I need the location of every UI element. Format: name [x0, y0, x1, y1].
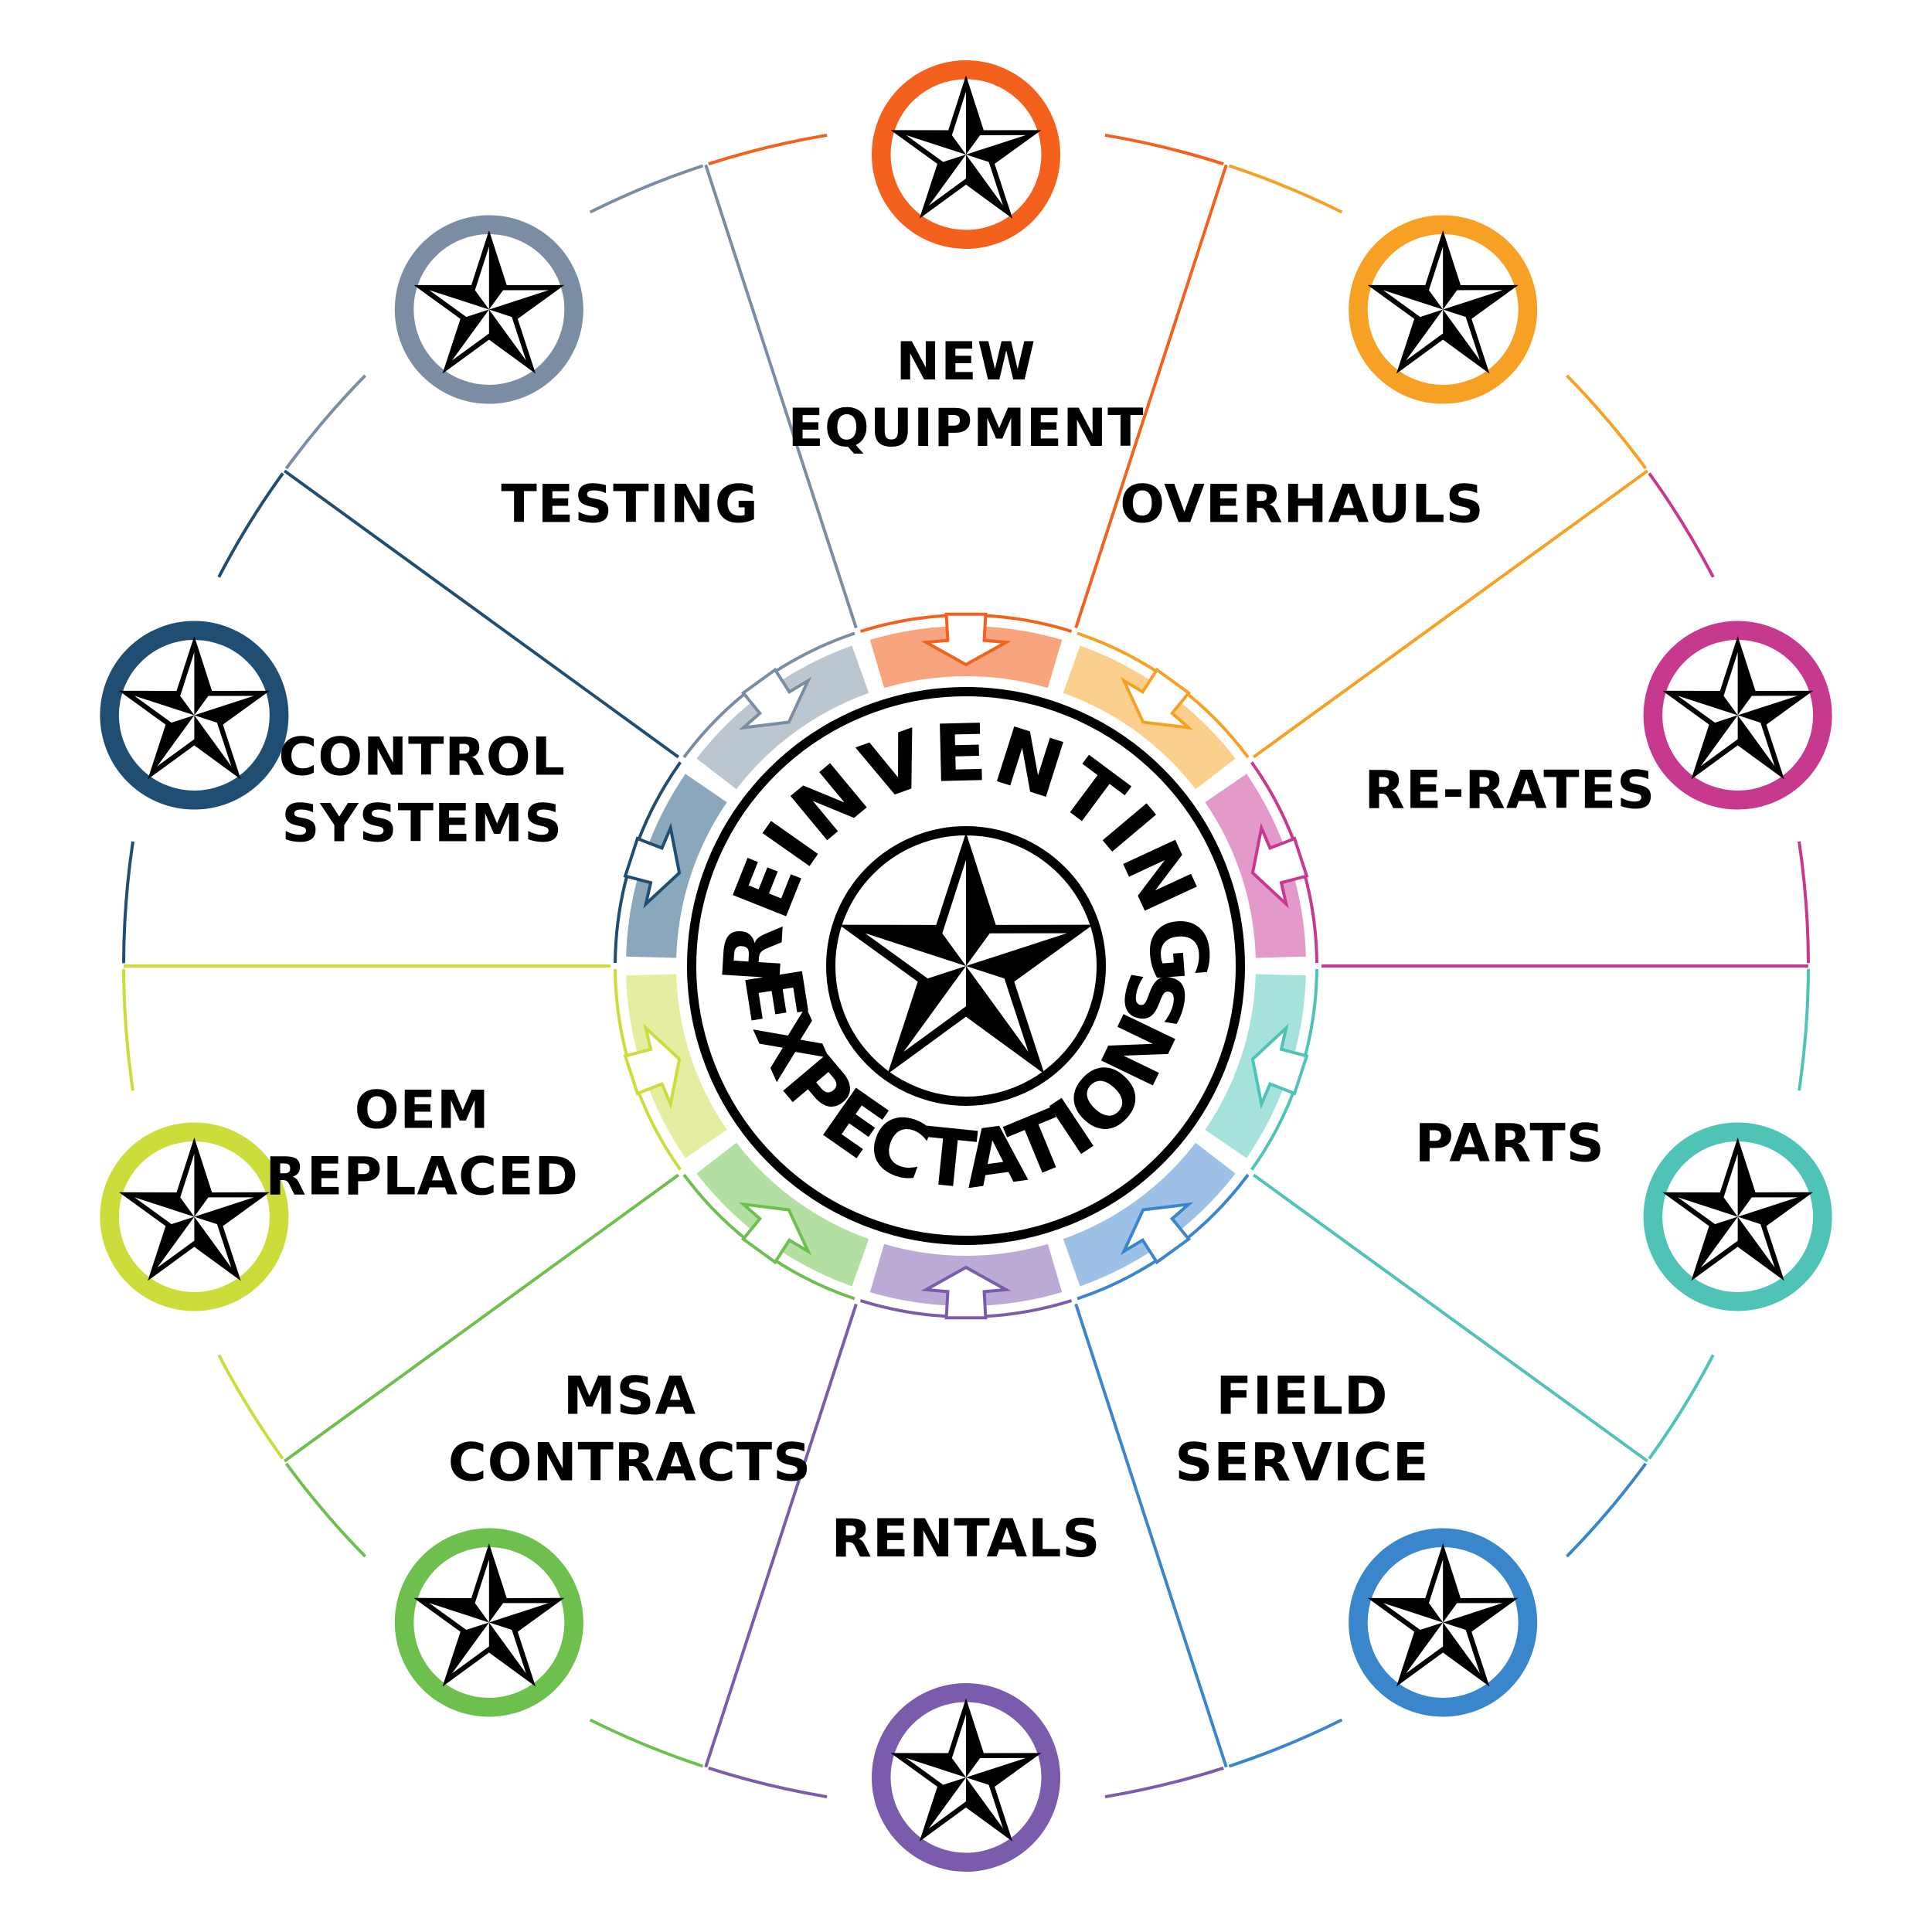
outer-arc: [589, 164, 704, 214]
nautical-star-icon: [1367, 1543, 1519, 1687]
divider-line: [704, 1303, 858, 1768]
outer-ring: [122, 133, 1810, 1799]
outer-arc: [284, 1462, 366, 1558]
node-circles: [100, 60, 1832, 1872]
outer-arc: [1798, 968, 1810, 1091]
node-rentals: [872, 1683, 1060, 1872]
outer-arc: [1648, 472, 1715, 578]
label-field-service: SERVICE: [1175, 1433, 1429, 1494]
divider-line: [704, 164, 858, 629]
outer-arc: [708, 1766, 828, 1799]
label-field-service: FIELD: [1216, 1366, 1388, 1427]
label-msa-contracts: CONTRACTS: [448, 1433, 811, 1494]
label-overhauls: OVERHAULS: [1120, 474, 1484, 535]
outer-arc: [1566, 374, 1648, 470]
outer-arc: [589, 1718, 704, 1768]
inward-arrow-icon: [623, 822, 682, 909]
inward-arrow-icon: [1120, 1202, 1194, 1265]
segment-labels: NEWEQUIPMENTOVERHAULSRE-RATESPARTSFIELDS…: [266, 332, 1656, 1570]
nautical-star-icon: [890, 1698, 1042, 1842]
label-oem-replaced: OEM: [355, 1080, 490, 1141]
center-logo: REINVENTING EXPECTATIONS: [687, 687, 1245, 1245]
node-re-rates: [1643, 621, 1832, 810]
node-overhauls: [1349, 215, 1538, 404]
divider-line: [283, 469, 680, 759]
inward-arrow-icon: [920, 1265, 1012, 1320]
inward-arrow-icon: [738, 1202, 812, 1265]
label-control-systems: SYSTEMS: [281, 793, 563, 854]
outer-arc: [284, 374, 366, 470]
node-field-service: [1349, 1528, 1538, 1717]
divider-line: [1074, 164, 1228, 629]
inward-arrow-icon: [1250, 1023, 1309, 1110]
label-rentals: RENTALS: [832, 1509, 1101, 1570]
nautical-star-icon: [118, 1137, 270, 1281]
inward-arrow-icon: [1250, 822, 1309, 909]
node-oem-replaced: [100, 1122, 289, 1311]
label-testing: TESTING: [501, 474, 758, 535]
nautical-star-icon: [413, 230, 565, 374]
nautical-star-icon: [1662, 636, 1814, 780]
outer-arc: [1228, 164, 1343, 214]
outer-arc: [1228, 1718, 1343, 1768]
label-oem-replaced: REPLACED: [266, 1147, 579, 1208]
divider-line: [1252, 469, 1649, 759]
nautical-star-icon: [890, 75, 1042, 219]
node-msa-contracts: [394, 1528, 583, 1717]
nautical-star-icon: [1367, 230, 1519, 374]
outer-arc: [217, 472, 284, 578]
label-re-rates: RE-RATES: [1365, 760, 1656, 821]
node-new-equipment: [872, 60, 1060, 249]
outer-arc: [122, 841, 134, 964]
label-control-systems: CONTROL: [278, 726, 566, 787]
outer-arc: [1104, 133, 1224, 166]
center-star-icon: [838, 832, 1094, 1074]
inward-arrow-icon: [623, 1023, 682, 1110]
divider-line: [283, 1173, 680, 1463]
outer-arc: [1798, 841, 1810, 964]
divider-line: [1252, 1173, 1649, 1463]
outer-arc: [1104, 1766, 1224, 1799]
outer-arc: [1648, 1354, 1715, 1460]
label-new-equipment: EQUIPMENT: [787, 398, 1144, 459]
segment-dividers: [124, 164, 1808, 1768]
inward-arrow-icon: [738, 667, 812, 730]
inward-arrow-icon: [1120, 667, 1194, 730]
label-parts: PARTS: [1415, 1114, 1605, 1175]
nautical-star-icon: [118, 636, 270, 780]
outer-arc: [1566, 1462, 1648, 1558]
inward-arrow-icon: [920, 612, 1012, 667]
label-msa-contracts: MSA: [563, 1366, 696, 1427]
node-parts: [1643, 1122, 1832, 1311]
outer-arc: [217, 1354, 284, 1460]
inner-color-ring: [614, 612, 1318, 1320]
label-new-equipment: NEW: [896, 332, 1036, 393]
node-control-systems: [100, 621, 289, 810]
outer-arc: [122, 968, 134, 1091]
node-testing: [394, 215, 583, 404]
nautical-star-icon: [413, 1543, 565, 1687]
nautical-star-icon: [1662, 1137, 1814, 1281]
divider-line: [1074, 1303, 1228, 1768]
outer-arc: [708, 133, 828, 166]
